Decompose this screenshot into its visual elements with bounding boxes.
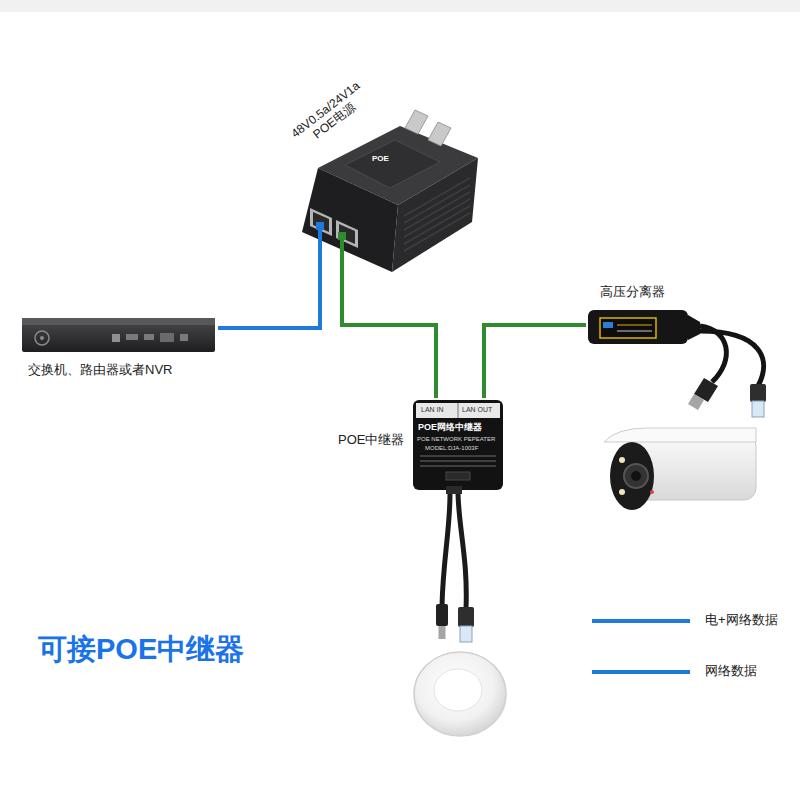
nvr-device: [22, 318, 215, 352]
poe-repeater-part: [460, 626, 472, 642]
ceiling-ap-part: [434, 669, 482, 711]
nvr-device-part: [40, 336, 44, 340]
port-label: LAN OUT: [462, 406, 492, 414]
poe-repeater-part: [458, 403, 459, 418]
bullet-camera-part: [604, 428, 756, 442]
device-print: POE: [372, 155, 389, 164]
device-caption: 48V0.5a/24V1a POE电源: [282, 73, 379, 157]
poe-repeater-part: [439, 626, 446, 639]
poe-adapter-part-part: [404, 213, 470, 251]
poe-repeater-part-part: [420, 456, 496, 457]
hv-splitter: [588, 310, 766, 417]
poe-repeater-part: [416, 403, 500, 418]
poe-repeater-part: [446, 486, 462, 494]
legend-swatch: [590, 666, 694, 678]
switch-node: 交换机、路由器或者NVR: [18, 312, 218, 384]
nvr-device-part: [22, 318, 215, 352]
legend-text: 电+网络数据: [705, 613, 778, 627]
poe-repeater-part: [446, 472, 470, 480]
bullet-camera-part: [619, 457, 625, 463]
poe-repeater-part: [420, 456, 496, 466]
data-cable: [342, 270, 436, 398]
hv-splitter-part: [752, 401, 764, 417]
device-caption: POE中继器: [338, 432, 404, 448]
poe-adapter-part-part: [404, 206, 470, 244]
device-print: POE NETWORK PEPEATER: [417, 436, 495, 443]
nvr-device-part: [144, 334, 154, 340]
poe-adapter-part: [340, 236, 344, 270]
legend-line: [592, 619, 690, 623]
bullet-camera-part: [650, 490, 654, 494]
device-print: MODEL:DJA-1003F: [425, 445, 478, 452]
hv-splitter-part: [688, 394, 704, 410]
splitter-node: 高压分离器: [586, 280, 696, 348]
hv-splitter-part: [750, 384, 766, 402]
device-caption: 高压分离器: [600, 284, 665, 300]
poe-repeater-part-part: [420, 461, 496, 462]
diagram-title: 可接POE中继器: [38, 634, 244, 666]
power-data-cable: [218, 270, 320, 328]
poe-repeater-part: [458, 494, 466, 609]
hv-splitter-part: [603, 322, 613, 328]
poe-adapter-part: [345, 140, 440, 188]
poe-adapter-part: [404, 178, 470, 251]
legend-text: 网络数据: [705, 664, 757, 678]
poe-adapter-part: [316, 222, 324, 230]
bullet-camera-part: [631, 471, 641, 481]
poe-adapter-part: [428, 122, 451, 146]
power-adapter-node: 48V0.5a/24V1a POE电源: [280, 70, 480, 270]
hv-splitter-part: [617, 331, 652, 332]
hv-splitter-part: [600, 318, 656, 338]
hv-splitter-part: [700, 331, 764, 386]
data-cable: [484, 325, 586, 398]
bullet-camera-part: [624, 464, 648, 488]
legend-swatch: [590, 615, 694, 627]
poe-adapter-part: [336, 220, 358, 248]
nvr-device-part: [22, 318, 215, 325]
legend-line: [592, 670, 690, 674]
device-print: POE网络中继器: [418, 423, 482, 433]
poe-adapter-part: [318, 226, 322, 270]
bullet-camera-part: [610, 442, 654, 510]
device-caption: 交换机、路由器或者NVR: [28, 362, 172, 378]
nvr-device-part: [160, 333, 174, 342]
ceiling-ap-part: [414, 652, 506, 736]
top-band: [0, 0, 800, 12]
bullet-camera: [604, 428, 756, 510]
poe-repeater-part: [458, 607, 474, 627]
nvr-device-part: [126, 334, 138, 340]
hv-splitter-part: [688, 315, 700, 340]
poe-repeater-part: [442, 494, 450, 606]
hv-splitter-part: [588, 310, 688, 344]
poe-repeater-part: [413, 400, 503, 490]
ceiling-ap: [414, 652, 506, 736]
nvr-device-part: [112, 334, 120, 342]
nvr-device-part: [35, 331, 49, 345]
poe-repeater-part-part: [420, 466, 496, 467]
hv-splitter-part: [617, 325, 652, 326]
poe-adapter-part: [405, 110, 428, 134]
poe-adapter-part: [313, 212, 329, 232]
nvr-device-part: [180, 334, 188, 341]
poe-adapter-part: [338, 232, 346, 240]
poe-repeater: [413, 400, 503, 642]
port-label: LAN IN: [421, 406, 444, 414]
bullet-camera-part: [619, 489, 625, 495]
poe-repeater-part: [436, 604, 448, 626]
